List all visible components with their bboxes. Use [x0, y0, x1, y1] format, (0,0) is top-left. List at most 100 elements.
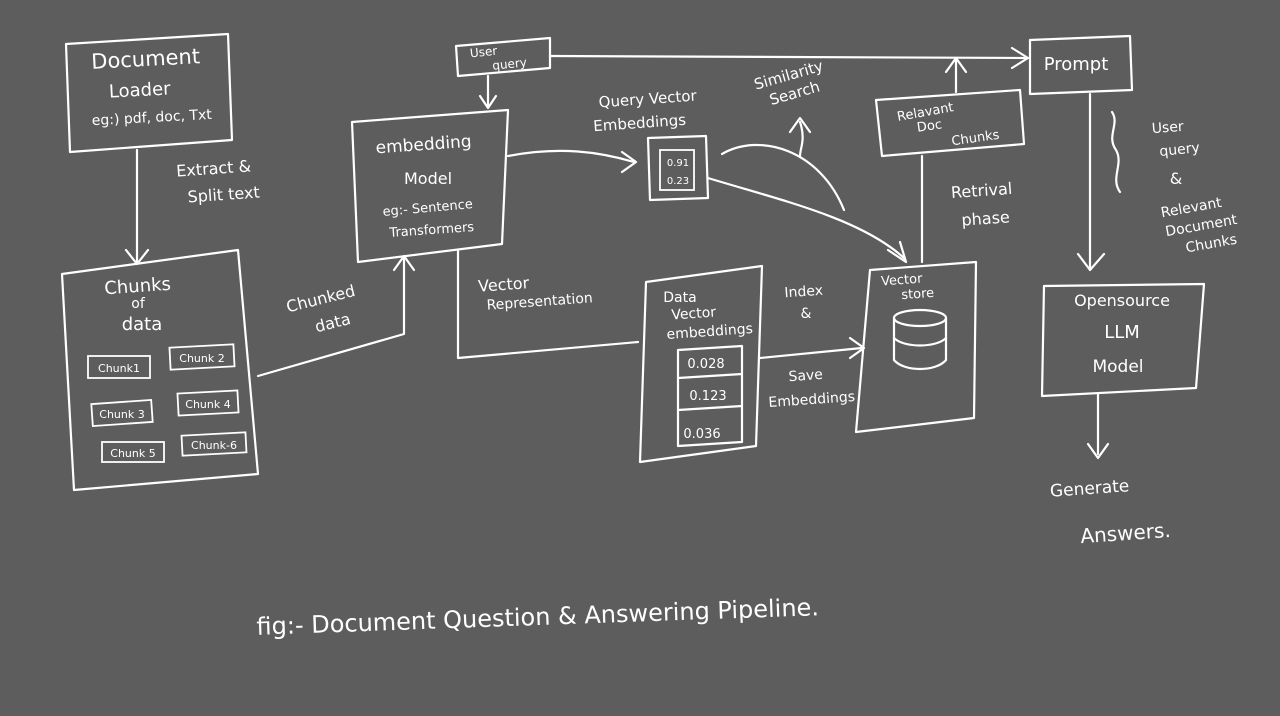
query-vector-label-line2: Embeddings: [593, 111, 687, 135]
chunks-title: Chunks: [104, 274, 172, 300]
query-vector-loop-line: [720, 143, 846, 212]
vector-representation-line1: Vector: [478, 273, 531, 296]
relevant-to-prompt-arrowhead: [944, 56, 968, 74]
chunked-data-line2: data: [313, 309, 353, 336]
chunk-6-label: Chunk-6: [191, 439, 237, 452]
index-label-line4: Embeddings: [768, 389, 856, 411]
data-vector-value-1: 0.028: [687, 357, 724, 372]
user-query-line2: query: [492, 55, 528, 73]
document-loader-node: Document Loader eg:) pdf, doc, Txt: [64, 32, 234, 154]
index-label-line3: Save: [788, 367, 823, 385]
document-loader-box: [64, 32, 234, 154]
chunk-4-label: Chunk 4: [185, 398, 230, 411]
llm-model-line1: Opensource: [1074, 291, 1170, 310]
query-vector-label-line1: Query Vector: [598, 87, 698, 112]
user-query-box: [454, 36, 552, 78]
embedding-model-line2: Model: [404, 169, 452, 188]
relevant-chunks-box: [874, 88, 1026, 158]
llm-model-box: [1040, 282, 1206, 398]
llm-to-answer-arrowhead: [1086, 442, 1110, 460]
vector-store-box: [854, 260, 978, 434]
query-vector-node: 0.91 0.23: [646, 134, 710, 202]
data-vector-line2: Vector: [671, 304, 717, 323]
query-to-embedding-arrowhead: [478, 94, 498, 110]
chunk-6-box: [180, 431, 248, 457]
prompt-box: [1028, 34, 1134, 96]
chunks-to-embedding-line: [256, 256, 406, 378]
prompt-node: Prompt: [1028, 34, 1134, 96]
query-vector-box: [646, 134, 710, 202]
vector-representation-line2: Representation: [486, 290, 593, 313]
generate-label-line2: Answers.: [1080, 518, 1172, 548]
data-vector-value-2: 0.123: [689, 389, 726, 404]
figure-caption: fig:- Document Question & Answering Pipe…: [256, 593, 819, 641]
llm-model-line2: LLM: [1104, 322, 1140, 343]
chunks-of: of: [131, 296, 146, 312]
data-vector-box: [638, 264, 764, 464]
document-loader-subtitle: Loader: [108, 78, 171, 102]
index-label-line1: Index: [784, 283, 824, 302]
query-vector-to-store-line: [706, 176, 906, 260]
vector-store-line2: store: [901, 286, 935, 303]
embedding-model-box: [350, 108, 510, 264]
document-loader-title: Document: [91, 44, 201, 74]
index-label-line2: &: [801, 306, 812, 322]
prompt-label: Prompt: [1044, 54, 1109, 75]
vector-store-line1: Vector: [881, 272, 924, 290]
vector-store-node: Vector store: [854, 260, 978, 434]
data-vector-node: Data Vector embeddings 0.028 0.123 0.036: [638, 264, 764, 464]
chunk-1-label: Chunk1: [98, 362, 140, 375]
relevant-chunks-line2: Doc: [916, 117, 943, 135]
query-vector-value-2: 0.23: [667, 176, 689, 187]
query-vector-to-store-arrowhead: [886, 240, 908, 264]
prompt-context-line1: User: [1151, 119, 1184, 137]
database-icon: [892, 308, 948, 371]
retrieval-label-line1: Retrival: [950, 179, 1012, 202]
query-vector-inner-box: [659, 149, 695, 191]
chunk-4-box: [176, 389, 240, 417]
data-vector-line3: embeddings: [666, 321, 753, 343]
chunk-2-label: Chunk 2: [179, 352, 224, 365]
user-query-line1: User: [469, 44, 498, 61]
data-vector-line1: Data: [663, 290, 696, 306]
prompt-context-line3: &: [1170, 169, 1182, 188]
data-vector-to-store-line: [758, 346, 864, 360]
embedding-to-query-vector-arrowhead: [620, 150, 638, 174]
similarity-up-arrowhead: [788, 116, 812, 134]
document-loader-examples: eg:) pdf, doc, Txt: [91, 107, 212, 129]
chunk-3-box: [90, 398, 154, 428]
similarity-up-line: [798, 120, 804, 158]
prompt-context-line2: query: [1159, 140, 1201, 160]
prompt-to-llm-arrowhead: [1076, 252, 1106, 272]
chunk-2-box: [168, 343, 236, 371]
embedding-model-line4: Transformers: [388, 220, 475, 241]
chunks-box: [60, 248, 260, 492]
data-vector-value-3: 0.036: [683, 427, 720, 442]
user-query-node: User query: [454, 36, 552, 78]
query-vector-value-1: 0.91: [667, 158, 689, 169]
query-to-prompt-line: [548, 54, 1028, 60]
extract-label-line1: Extract &: [176, 156, 252, 180]
chunk-1-box: [87, 355, 151, 379]
embedding-to-query-vector-line: [506, 149, 636, 164]
chunk-5-label: Chunk 5: [110, 447, 155, 460]
relevant-chunks-line3: Chunks: [951, 128, 1001, 150]
chunks-data: data: [122, 314, 163, 335]
chunk-3-label: Chunk 3: [99, 408, 144, 421]
embedding-model-node: embedding Model eg:- Sentence Transforme…: [350, 108, 510, 264]
chunks-of-data-node: Chunks of data Chunk1 Chunk 2 Chunk 3 Ch…: [60, 248, 260, 492]
generate-label-line1: Generate: [1049, 476, 1130, 501]
embedding-model-line1: embedding: [375, 132, 472, 159]
llm-model-line3: Model: [1092, 357, 1143, 377]
relevant-chunks-node: Relavant Doc Chunks: [874, 88, 1026, 158]
embedding-to-data-vector-line: [456, 248, 640, 360]
retrieval-label-line2: phase: [961, 207, 1010, 229]
chunk-5-box: [101, 441, 165, 463]
llm-model-node: Opensource LLM Model: [1040, 282, 1206, 398]
embedding-model-line3: eg:- Sentence: [382, 197, 473, 220]
data-vector-table: [676, 344, 744, 448]
extract-label-line2: Split text: [187, 183, 260, 207]
query-to-prompt-arrowhead: [1010, 46, 1030, 70]
prompt-brace: [1110, 110, 1122, 194]
